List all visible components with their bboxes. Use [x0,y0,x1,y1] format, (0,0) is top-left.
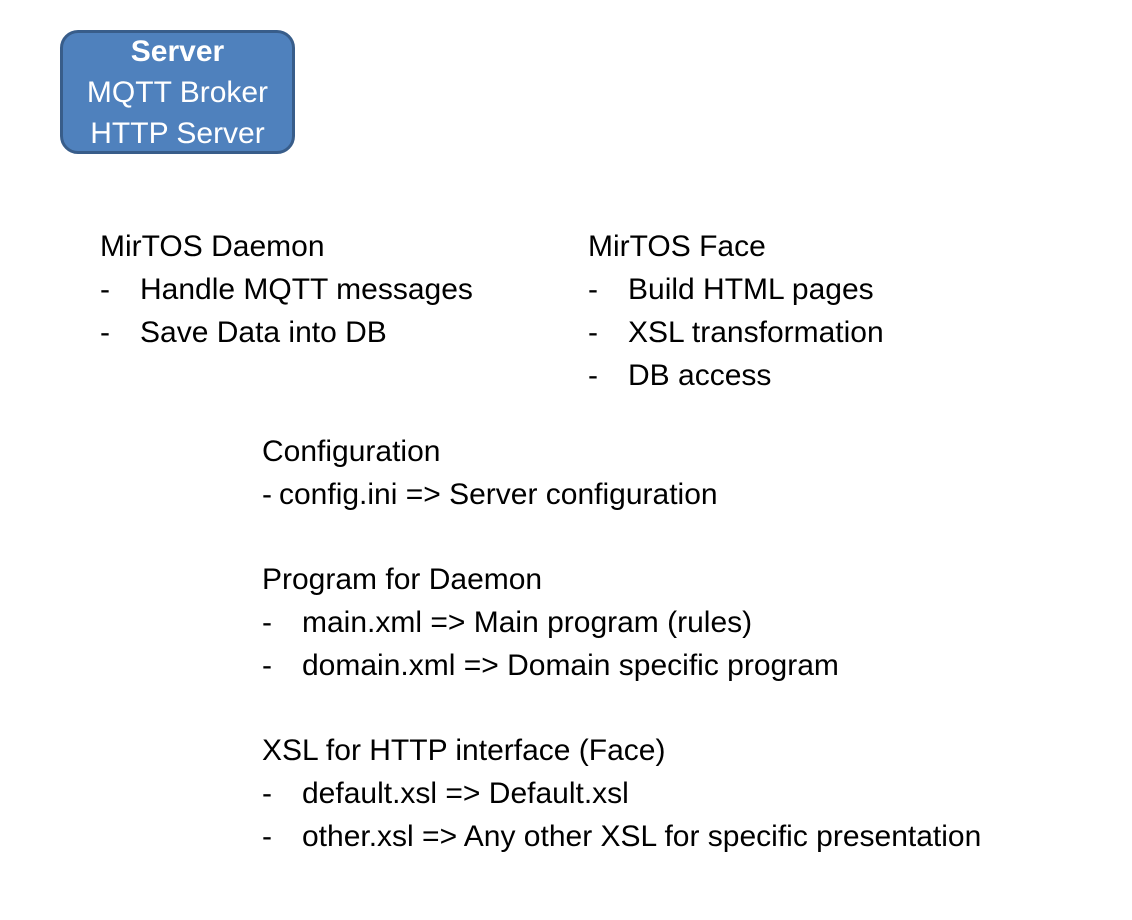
server-node-line-mqtt: MQTT Broker [86,75,269,109]
server-node-title: Server [130,34,225,68]
bullet-dash: - [100,316,110,349]
list-item: - Build HTML pages [588,268,884,311]
list-item-label: default.xsl => Default.xsl [302,777,629,810]
configuration-section: Configuration - config.ini => Server con… [262,430,981,516]
list-item: - DB access [588,354,884,397]
list-item: - Save Data into DB [100,311,473,354]
bullet-dash: - [262,606,272,639]
files-column: Configuration - config.ini => Server con… [262,430,981,858]
list-item: - main.xml => Main program (rules) [262,601,981,644]
list-item-label: Save Data into DB [140,316,387,349]
bullet-dash: - [262,820,272,853]
daemon-title: MirTOS Daemon [100,230,325,263]
program-section: Program for Daemon - main.xml => Main pr… [262,558,981,687]
daemon-block: MirTOS Daemon - Handle MQTT messages - S… [100,225,473,354]
bullet-dash: - [588,359,598,392]
list-item: - XSL transformation [588,311,884,354]
list-item: - Handle MQTT messages [100,268,473,311]
list-item: - other.xsl => Any other XSL for specifi… [262,815,981,858]
list-item: - domain.xml => Domain specific program [262,644,981,687]
server-node-line-http: HTTP Server [90,116,265,150]
list-item: - config.ini => Server configuration [262,473,981,516]
list-item-label: config.ini => Server configuration [279,478,718,511]
list-item: - default.xsl => Default.xsl [262,772,981,815]
bullet-dash: - [588,273,598,306]
face-block: MirTOS Face - Build HTML pages - XSL tra… [588,225,884,397]
bullet-dash: - [588,316,598,349]
server-node: Server MQTT Broker HTTP Server [60,30,295,154]
list-item-label: main.xml => Main program (rules) [302,606,753,639]
bullet-dash: - [262,649,272,682]
list-item-label: Handle MQTT messages [140,273,473,306]
list-item-label: domain.xml => Domain specific program [302,649,839,682]
list-item-label: other.xsl => Any other XSL for specific … [302,820,982,853]
xsl-section: XSL for HTTP interface (Face) - default.… [262,729,981,858]
list-item-label: DB access [628,359,772,392]
list-item-label: Build HTML pages [628,273,874,306]
section-title: XSL for HTTP interface (Face) [262,734,666,767]
section-title: Program for Daemon [262,563,543,596]
section-title: Configuration [262,435,441,468]
bullet-dash: - [100,273,110,306]
list-item-label: XSL transformation [628,316,884,349]
face-title: MirTOS Face [588,230,766,263]
bullet-dash: - [262,777,272,810]
bullet-dash: - [262,478,272,511]
